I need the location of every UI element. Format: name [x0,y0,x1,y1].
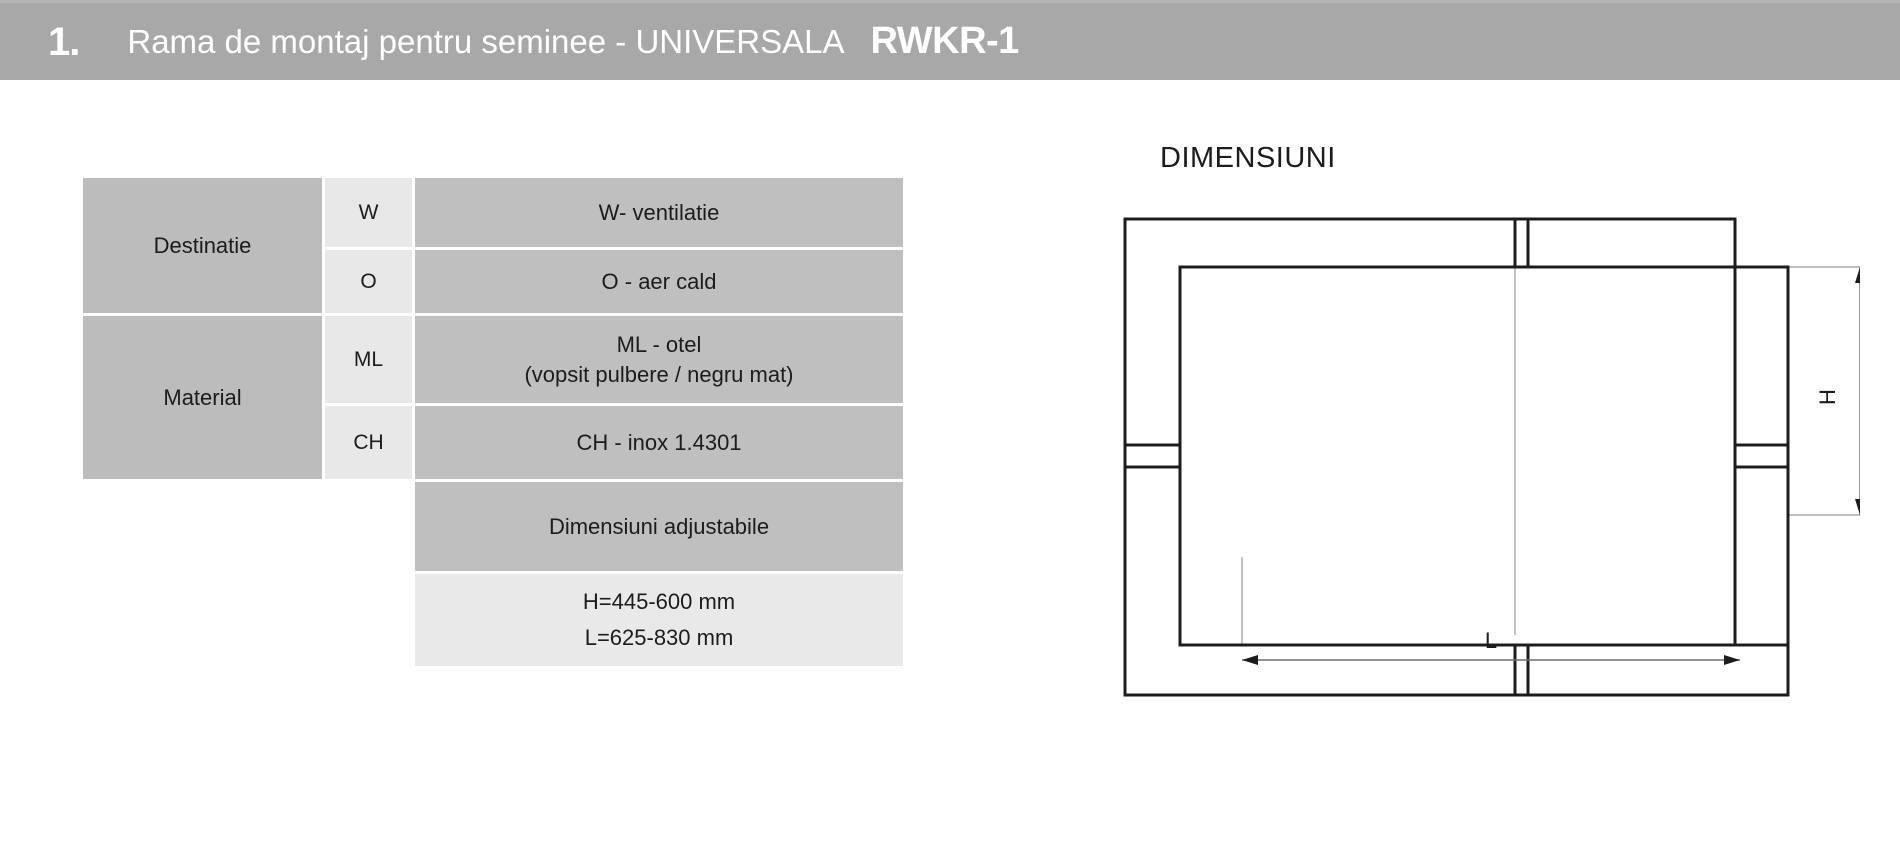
desc-cell-w: W- ventilatie [415,178,903,250]
code-cell-w: W [325,178,415,250]
page-title: Rama de montaj pentru seminee - UNIVERSA… [127,22,845,60]
adjustable-dimensions-values: H=445-600 mm L=625-830 mm [415,574,903,666]
dimension-height: H [1815,267,1860,515]
desc-ml-line1: ML - otel [616,331,702,357]
frame-piece-bottom-left [1123,465,1517,697]
table-row: W W- ventilatie [325,178,903,250]
code-cell-ml: ML [325,316,415,406]
drawing-section-title: DIMENSIUNI [1160,142,1336,174]
frame-piece-top-left [1123,217,1517,447]
spacer-cell [83,482,415,574]
joint-slot-top [1513,217,1530,269]
desc-cell-ch: CH - inox 1.4301 [415,406,903,482]
frame-piece-bottom-right [1526,465,1790,697]
technical-drawing: H L [1123,217,1860,697]
dimension-length: L [1242,628,1740,665]
material-subrows: ML ML - otel (vopsit pulbere / negru mat… [325,316,903,482]
code-cell-o: O [325,250,415,316]
frame-opening [1178,265,1737,647]
table-row: CH CH - inox 1.4301 [325,406,903,482]
header-index-number: 1. [48,19,80,64]
joint-slot-bottom [1513,643,1530,697]
destinatie-subrows: W W- ventilatie O O - aer cald [325,178,903,316]
desc-cell-o: O - aer cald [415,250,903,316]
frame-piece-top-right [1526,217,1790,447]
arrowhead-l-right [1724,655,1740,665]
specification-table: Destinatie W W- ventilatie O O - aer cal… [83,178,903,666]
table-row-adjustable-header: Dimensiuni adjustabile [83,482,903,574]
value-length: L=625-830 mm [584,625,734,650]
dimension-label-l: L [1485,628,1497,653]
dimension-label-h: H [1815,389,1840,405]
arrowhead-h-bottom [1855,499,1860,515]
table-row: O O - aer cald [325,250,903,316]
row-label-material: Material [83,316,325,482]
arrowhead-h-top [1855,267,1860,283]
joint-slot-left [1123,443,1182,469]
product-code: RWKR-1 [870,20,1020,62]
table-row-adjustable-values: H=445-600 mm L=625-830 mm [83,574,903,666]
arrowhead-l-left [1242,655,1258,665]
table-row: ML ML - otel (vopsit pulbere / negru mat… [325,316,903,406]
table-row-group-destinatie: Destinatie W W- ventilatie O O - aer cal… [83,178,903,316]
adjustable-dimensions-header: Dimensiuni adjustabile [415,482,903,574]
code-cell-ch: CH [325,406,415,482]
row-label-destinatie: Destinatie [83,178,325,316]
table-row-group-material: Material ML ML - otel (vopsit pulbere / … [83,316,903,482]
joint-slot-right [1733,443,1790,469]
desc-ml-line2: (vopsit pulbere / negru mat) [524,361,794,387]
header-bar: 1. Rama de montaj pentru seminee - UNIVE… [0,0,1900,80]
spacer-cell [83,574,415,666]
value-height: H=445-600 mm [582,588,736,614]
desc-cell-ml: ML - otel (vopsit pulbere / negru mat) [415,316,903,406]
